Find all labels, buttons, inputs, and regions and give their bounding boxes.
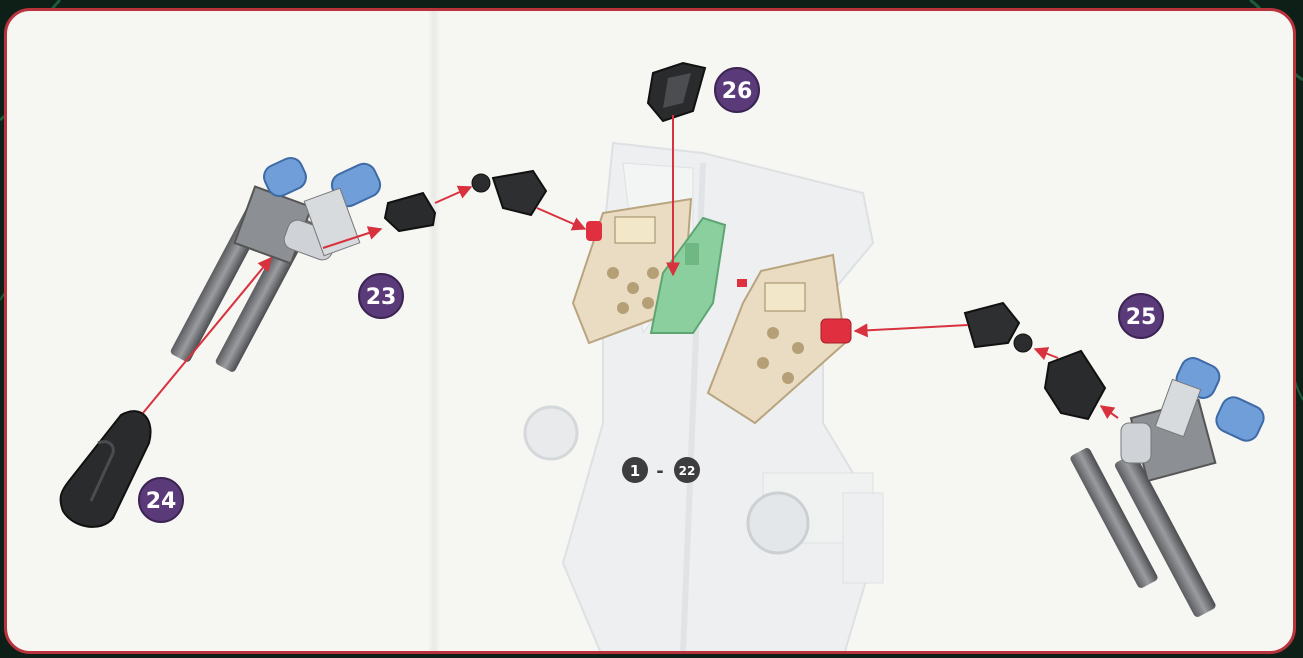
blue-cap-right-b bbox=[1212, 393, 1267, 444]
step-badge-26: 26 bbox=[715, 68, 759, 112]
reference-from: 1 bbox=[630, 462, 640, 480]
right-dark-clip bbox=[1045, 351, 1105, 419]
left-dark-clip bbox=[385, 193, 435, 231]
reference-separator: - bbox=[656, 461, 663, 482]
step-label-23: 23 bbox=[366, 285, 397, 310]
step-label-25: 25 bbox=[1126, 305, 1157, 330]
right-ball-joint bbox=[965, 303, 1032, 352]
arrow-23b bbox=[435, 187, 471, 203]
red-connector-left bbox=[586, 221, 602, 241]
assembly-diagram: 23 24 25 26 1 - 22 bbox=[7, 11, 1296, 654]
reference-to: 22 bbox=[679, 464, 696, 478]
arrow-25a bbox=[855, 325, 968, 331]
arrow-23c bbox=[537, 208, 585, 229]
instruction-page: 23 24 25 26 1 - 22 bbox=[4, 8, 1296, 654]
step-badge-23: 23 bbox=[359, 274, 403, 318]
arrow-25b bbox=[1035, 349, 1058, 358]
left-gun-assembly bbox=[169, 154, 384, 373]
part-26-bracket bbox=[648, 63, 705, 121]
step-label-26: 26 bbox=[722, 79, 753, 104]
red-pin-small bbox=[737, 279, 747, 287]
part-24-handle bbox=[61, 411, 151, 527]
red-connector-right bbox=[821, 319, 851, 343]
left-ball-joint bbox=[472, 171, 546, 215]
arrow-25c bbox=[1101, 406, 1118, 418]
step-badge-24: 24 bbox=[139, 478, 183, 522]
step-badge-25: 25 bbox=[1119, 294, 1163, 338]
step-label-24: 24 bbox=[146, 489, 177, 514]
reference-steps: 1 - 22 bbox=[622, 457, 700, 483]
